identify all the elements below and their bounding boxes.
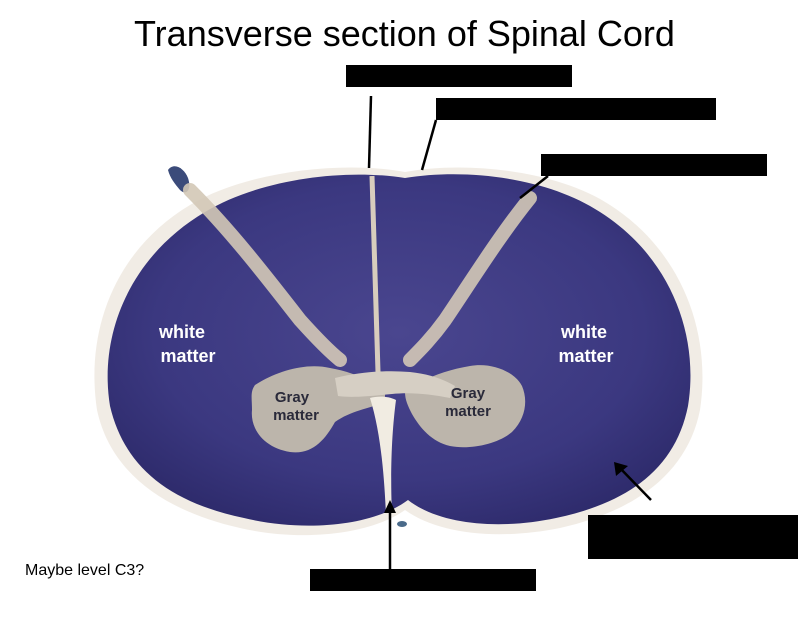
- label-white-matter-left-line2: matter: [160, 346, 215, 366]
- redacted-label-5: [310, 569, 536, 591]
- redacted-label-4: [588, 515, 798, 559]
- label-white-matter-right-line1: white: [560, 322, 607, 342]
- label-gray-matter-left-line1: Gray: [275, 389, 310, 406]
- label-gray-matter-right-line2: matter: [445, 403, 491, 420]
- dorsal-root-entry-right: [403, 191, 537, 367]
- label-white-matter-left-line1: white: [158, 322, 205, 342]
- level-note: Maybe level C3?: [25, 562, 145, 579]
- slide-title: Transverse section of Spinal Cord: [134, 13, 675, 54]
- dorsal-root-entry-left: [183, 183, 347, 367]
- anterior-median-fissure: [370, 396, 396, 515]
- redacted-label-3: [541, 154, 767, 176]
- label-gray-matter-left-line2: matter: [273, 407, 319, 424]
- leader-line-3: [519, 175, 549, 199]
- posterior-median-septum: [369, 175, 381, 373]
- redacted-label-2: [436, 98, 716, 120]
- leader-line-1: [367, 95, 373, 169]
- leader-arrowhead-5: [384, 500, 396, 513]
- label-gray-matter-right-line1: Gray: [451, 385, 486, 402]
- leader-line-4: [617, 465, 652, 501]
- label-white-matter-right-line2: matter: [558, 346, 613, 366]
- leader-line-2: [420, 119, 438, 171]
- redacted-label-1: [346, 65, 572, 87]
- nerve-rootlet: [168, 166, 190, 193]
- leader-arrowhead-4: [614, 462, 628, 476]
- gray-commissure: [335, 371, 455, 398]
- vessel-fragment: [397, 521, 407, 527]
